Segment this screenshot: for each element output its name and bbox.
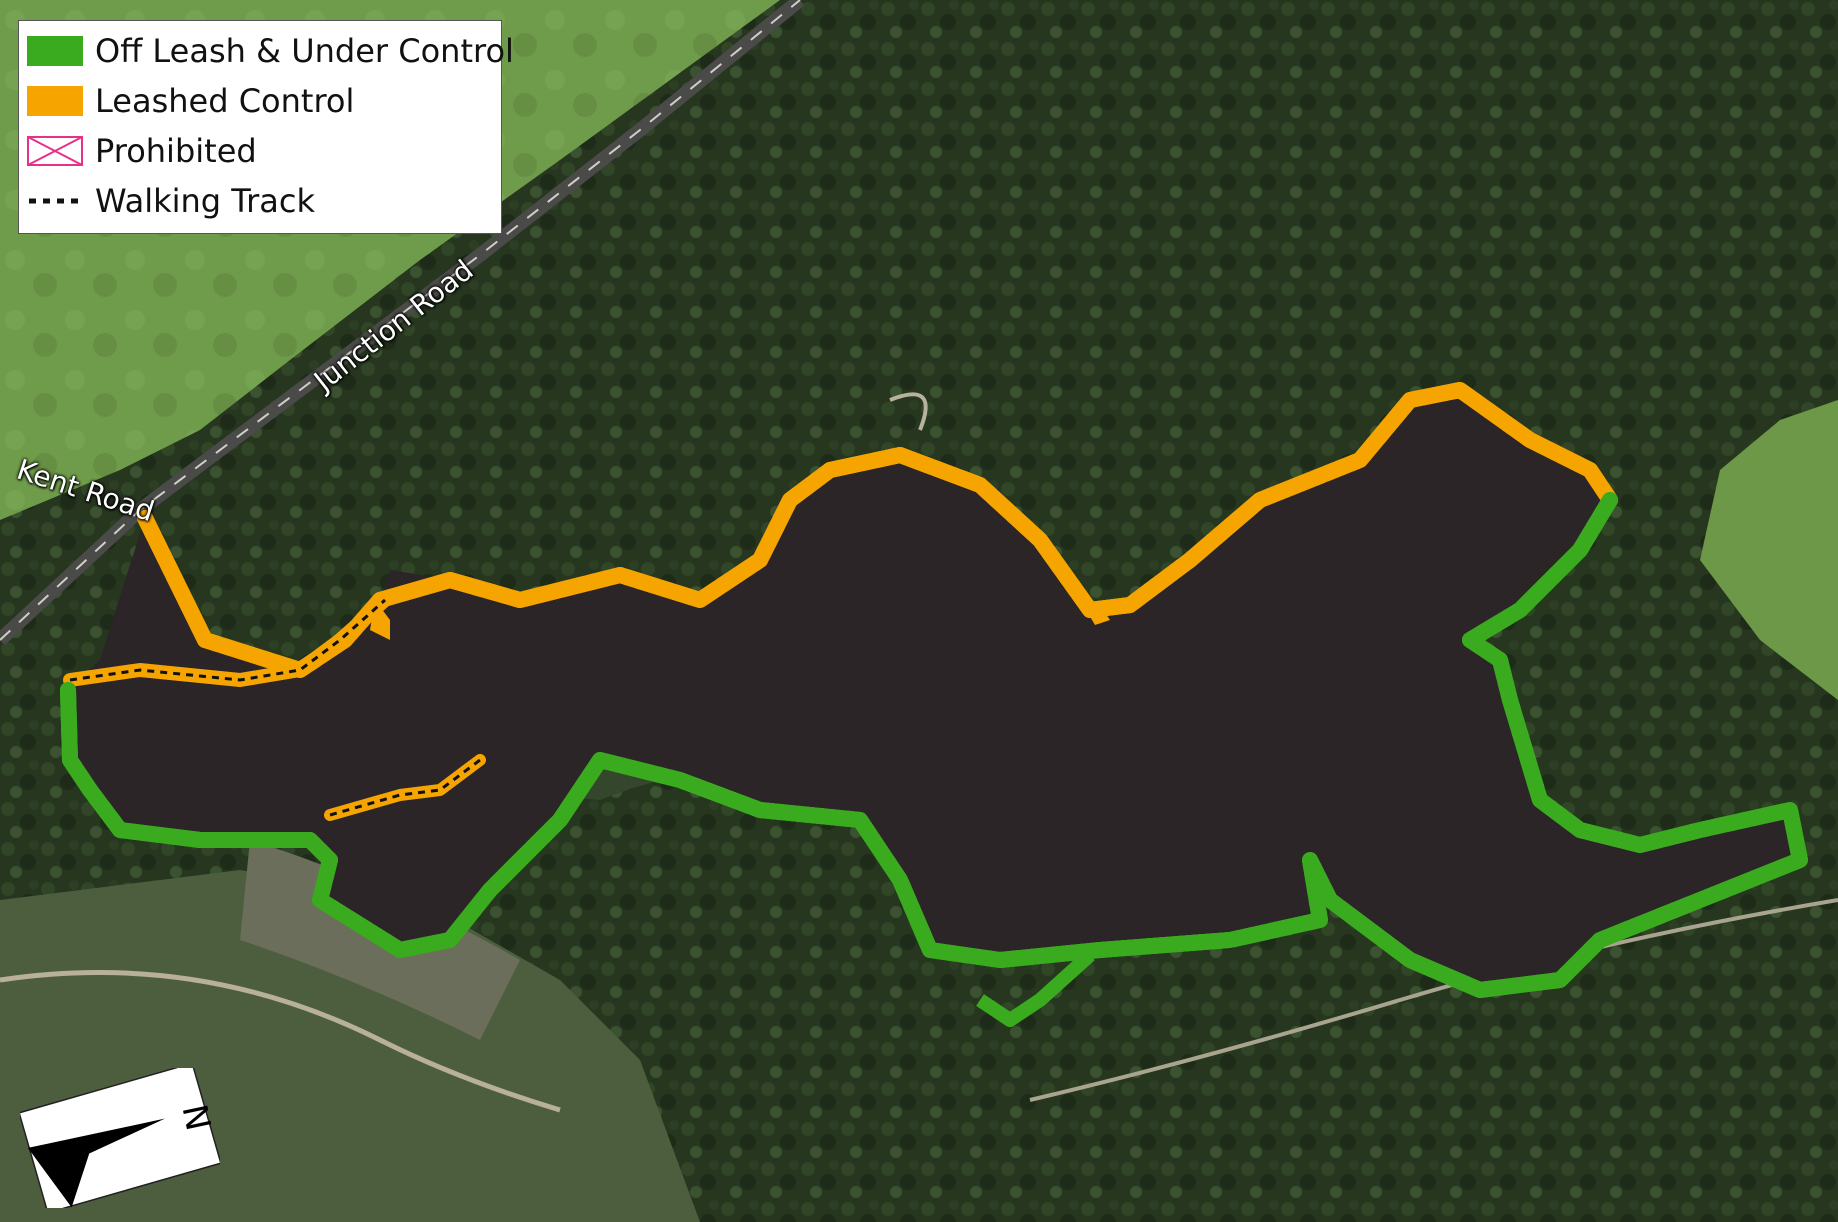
road-centerline <box>0 0 801 641</box>
gravel-track-north <box>889 392 928 431</box>
legend-label: Off Leash & Under Control <box>95 32 514 70</box>
map-legend: Off Leash & Under Control Leashed Contro… <box>18 20 514 234</box>
off-leash-swatch <box>27 36 83 66</box>
prohibited-swatch <box>27 136 83 166</box>
walking-track-swatch <box>27 186 83 216</box>
gravel-track <box>0 970 561 1113</box>
north-arrow-icon <box>27 1118 166 1208</box>
legend-item-prohibited: Prohibited <box>27 129 497 173</box>
legend-label: Walking Track <box>95 182 316 220</box>
off-leash-track-spur <box>976 949 1095 1027</box>
gravel-track-east <box>1029 898 1838 1102</box>
legend-item-off-leash: Off Leash & Under Control <box>27 29 514 73</box>
leashed-swatch <box>27 86 83 116</box>
walking-track <box>329 758 481 817</box>
north-arrow: N <box>18 1062 222 1214</box>
pasture-area-east <box>1700 400 1838 700</box>
legend-label: Leashed Control <box>95 82 355 120</box>
legend-item-leashed: Leashed Control <box>27 79 497 123</box>
walking-track <box>69 598 386 682</box>
legend-item-walking-track: Walking Track <box>27 179 497 223</box>
legend-label: Prohibited <box>95 132 257 170</box>
